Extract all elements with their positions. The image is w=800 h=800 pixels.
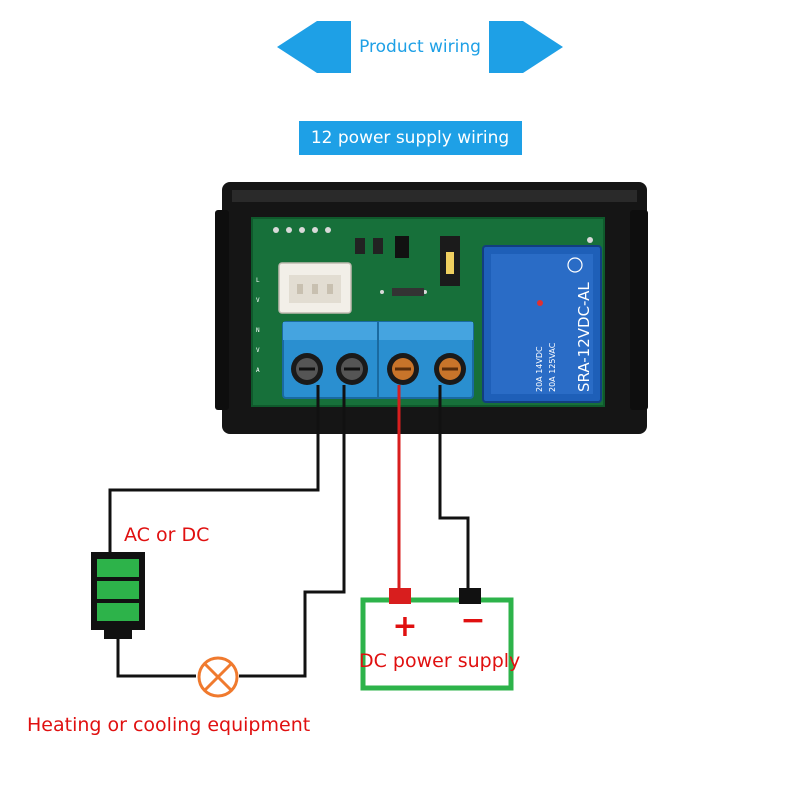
battery-terminal — [104, 629, 132, 639]
svg-text:N: N — [256, 327, 260, 334]
negative-terminal — [459, 588, 481, 604]
pcb-outline — [251, 217, 605, 407]
load-label: Heating or cooling equipment — [27, 714, 310, 736]
left-arrow-shaft — [317, 21, 351, 73]
svg-text:A: A — [256, 367, 260, 374]
wire-relay-to-ac-source — [108, 385, 320, 552]
dc-supply-label: DC power supply — [359, 650, 520, 672]
controller-module: L V N V A SRA-12VDC-AL 20A 14VDC 20A 125… — [215, 182, 648, 434]
pcb-side-marks: L V N V A — [256, 277, 260, 374]
smd-components — [355, 236, 460, 296]
svg-text:V: V — [256, 347, 260, 354]
subheader-banner: 12 power supply wiring — [299, 121, 522, 155]
subheader-bg — [299, 121, 522, 155]
relay-rating-dc: 20A 14VDC — [535, 346, 544, 392]
ac-dc-label: AC or DC — [124, 524, 209, 546]
housing-right-clip — [630, 210, 648, 410]
left-arrow-icon — [277, 21, 317, 73]
relay: SRA-12VDC-AL 20A 14VDC 20A 125VAC — [482, 245, 602, 403]
right-arrow-shaft — [489, 21, 523, 73]
load-lamp: Heating or cooling equipment — [27, 656, 310, 736]
wire-ac-source-to-load — [116, 636, 196, 678]
ac-dc-source: AC or DC — [91, 524, 209, 639]
terminal-block — [282, 321, 474, 399]
header-title: Product wiring — [359, 37, 481, 57]
dc-power-supply: + − DC power supply — [359, 588, 520, 691]
wire-negative — [438, 385, 470, 590]
wire-relay-to-load — [239, 385, 346, 678]
right-arrow-icon — [523, 21, 563, 73]
header-banner: Product wiring — [277, 21, 563, 73]
dc-supply-box — [360, 597, 514, 691]
positive-terminal — [389, 588, 411, 604]
plus-sign: + — [392, 609, 417, 644]
relay-rating-ac: 20A 125VAC — [548, 342, 557, 392]
svg-text:V: V — [256, 297, 260, 304]
wires — [108, 385, 470, 678]
housing-top-edge — [232, 190, 637, 202]
subheader-title: 12 power supply wiring — [311, 128, 509, 148]
relay-model: SRA-12VDC-AL — [575, 282, 593, 392]
svg-text:L: L — [256, 277, 260, 284]
jst-connector — [278, 262, 352, 314]
minus-sign: − — [460, 603, 485, 638]
housing-left-clip — [215, 210, 229, 410]
